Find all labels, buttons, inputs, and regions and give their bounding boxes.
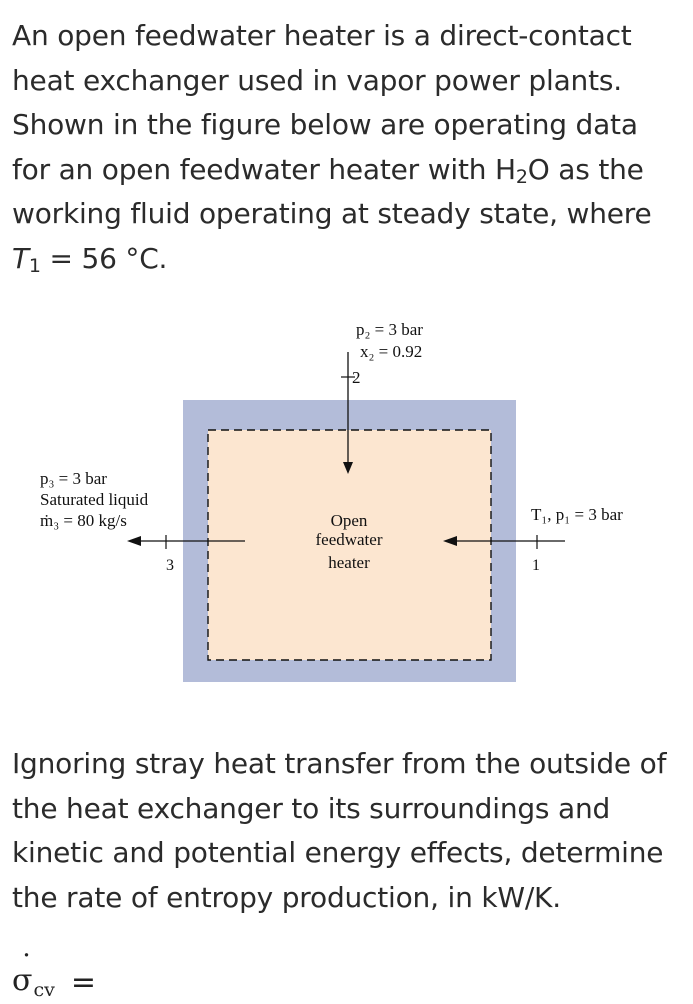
inlet-2-arrow: [343, 462, 353, 474]
state-3-number: 3: [166, 557, 174, 574]
entropy-production-symbol: ˙σcv: [12, 949, 55, 1001]
sigma-subscript: cv: [33, 979, 55, 1001]
exit-3-pressure: p₃ = 3 bar: [40, 469, 107, 488]
problem-question: Ignoring stray heat transfer from the ou…: [12, 747, 667, 914]
state-1-number: 1: [532, 557, 540, 574]
control-volume-boundary: [207, 429, 492, 661]
device-label-line2: feedwater: [315, 530, 382, 549]
sigma-glyph: σ: [12, 963, 33, 998]
inlet-1-arrow: [443, 536, 457, 546]
inlet-1-conditions: T₁, p₁ = 3 bar: [531, 505, 623, 524]
exit-3-state: Saturated liquid: [40, 490, 149, 509]
exit-3-mass-flow: ṁ₃ = 80 kg/s: [40, 511, 127, 530]
exit-3-arrow: [127, 536, 141, 546]
inlet-2-quality: x₂ = 0.92: [360, 342, 422, 361]
feedwater-heater-figure: 2 p₂ = 3 bar x₂ = 0.92 1 T₁, p₁ = 3 bar …: [0, 300, 693, 700]
device-label-line1: Open: [331, 511, 368, 530]
heater-diagram: 2 p₂ = 3 bar x₂ = 0.92 1 T₁, p₁ = 3 bar …: [40, 320, 623, 682]
inlet-2-pressure: p₂ = 3 bar: [356, 320, 423, 339]
equals-sign: =: [70, 964, 96, 1000]
answer-row: ˙σcv =: [12, 949, 96, 1004]
rate-dot: ˙: [19, 949, 34, 984]
device-label-line3: heater: [328, 553, 370, 572]
problem-intro: An open feedwater heater is a direct-con…: [12, 19, 652, 277]
state-2-number: 2: [352, 368, 361, 387]
